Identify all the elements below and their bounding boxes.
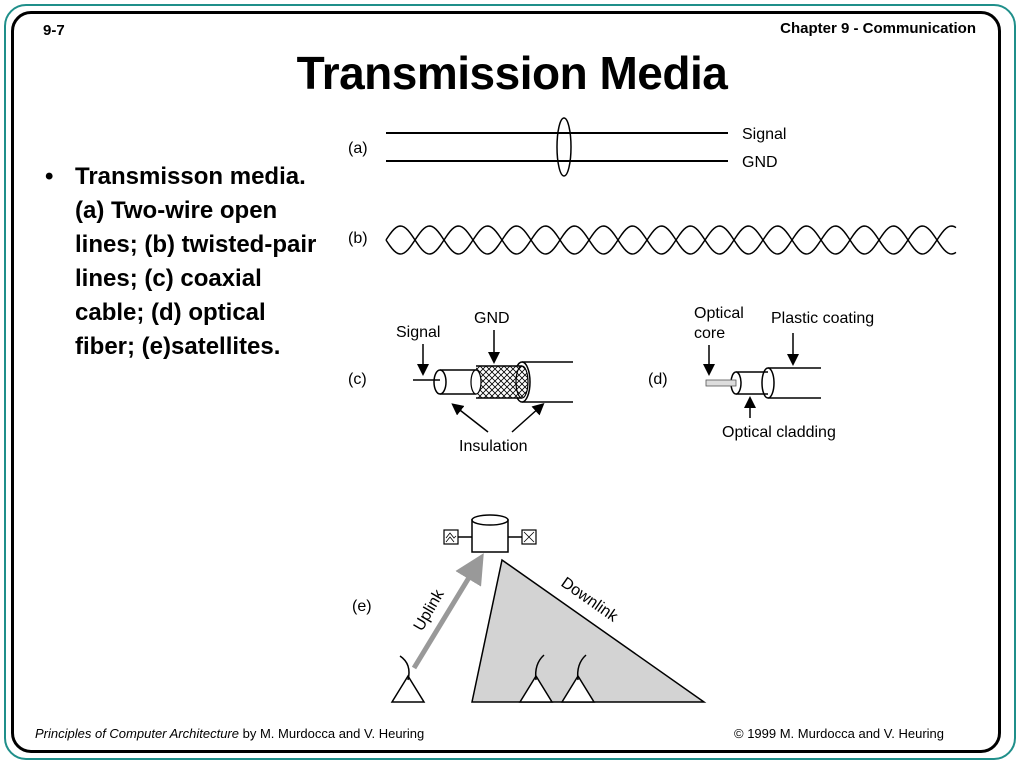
label-c: (c) [348, 371, 367, 388]
label-d-core-1: Optical [694, 305, 744, 322]
figure-c-coaxial: (c) Signal GND Insulation [348, 310, 573, 455]
bullet-dot: • [45, 163, 54, 190]
footer-authors: by M. Murdocca and V. Heuring [239, 726, 425, 741]
footer-book-title: Principles of Computer Architecture [35, 726, 239, 741]
label-a-gnd: GND [742, 154, 778, 171]
page-title: Transmission Media [296, 47, 728, 99]
label-c-insulation: Insulation [459, 438, 528, 455]
slide-outer-frame [4, 4, 1016, 760]
ground-station-1-icon [518, 654, 554, 703]
transmission-media-figure: (a) Signal GND (b) (c) Signal GND [348, 117, 957, 703]
label-e: (e) [352, 598, 372, 615]
chapter-title: Chapter 9 - Communication [780, 20, 976, 37]
label-d-coating: Plastic coating [771, 310, 874, 327]
figure-d-optical-fiber: (d) Optical core Plastic coating Optical… [648, 305, 874, 441]
label-c-gnd: GND [474, 310, 510, 327]
label-a-signal: Signal [742, 126, 786, 143]
footer-book-citation: Principles of Computer Architecture by M… [35, 726, 424, 741]
satellite-icon [443, 514, 537, 553]
bullet-text: Transmisson media. (a) Two-wire open lin… [75, 163, 317, 360]
figure-e-satellite: (e) Uplink Downlink [352, 514, 707, 703]
slide-number: 9-7 [43, 22, 65, 39]
label-b: (b) [348, 230, 368, 247]
ground-station-2-icon [560, 654, 596, 703]
label-c-signal: Signal [396, 324, 440, 341]
slide-inner-frame [11, 11, 1001, 753]
bullet-item: • Transmisson media. (a) Two-wire open l… [45, 160, 330, 364]
figure-b-twisted-pair: (b) [348, 225, 957, 255]
footer-copyright: © 1999 M. Murdocca and V. Heuring [734, 726, 944, 741]
figure-a-two-wire: (a) Signal GND [348, 117, 786, 177]
label-d: (d) [648, 371, 668, 388]
label-d-cladding: Optical cladding [722, 424, 836, 441]
label-d-core-2: core [694, 325, 725, 342]
ground-station-uplink-icon [390, 655, 426, 703]
label-a: (a) [348, 140, 368, 157]
label-e-uplink: Uplink [411, 586, 448, 634]
